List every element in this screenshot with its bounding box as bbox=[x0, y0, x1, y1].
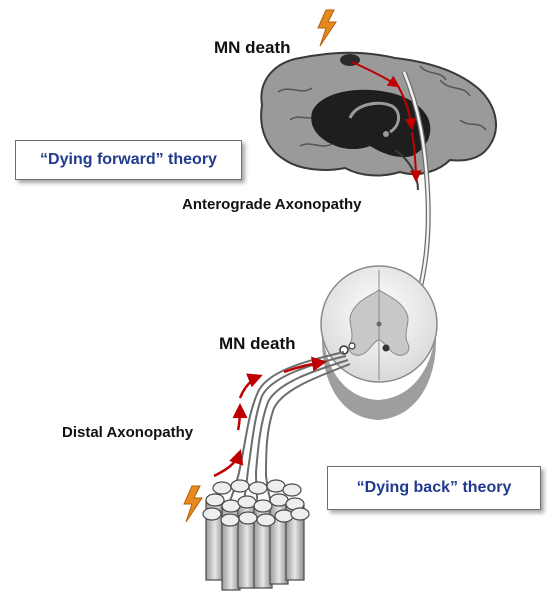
dying-back-theory-text: “Dying back” theory bbox=[356, 479, 512, 496]
spinal-cord-illustration bbox=[320, 265, 438, 420]
lightning-icon bbox=[317, 9, 337, 47]
muscle-fiber-illustration bbox=[202, 479, 310, 591]
mn-death-top-label: MN death bbox=[214, 38, 291, 57]
mn-death-spinal-label: MN death bbox=[219, 334, 296, 353]
anterograde-axonopathy-label: Anterograde Axonopathy bbox=[182, 196, 362, 213]
dying-back-theory-box: “Dying back” theory bbox=[327, 466, 541, 510]
dying-forward-theory-text: “Dying forward” theory bbox=[40, 151, 217, 168]
brain-illustration bbox=[260, 51, 497, 191]
lightning-icon bbox=[183, 485, 203, 523]
dying-forward-theory-box: “Dying forward” theory bbox=[15, 140, 242, 180]
distal-axonopathy-label: Distal Axonopathy bbox=[62, 424, 194, 441]
